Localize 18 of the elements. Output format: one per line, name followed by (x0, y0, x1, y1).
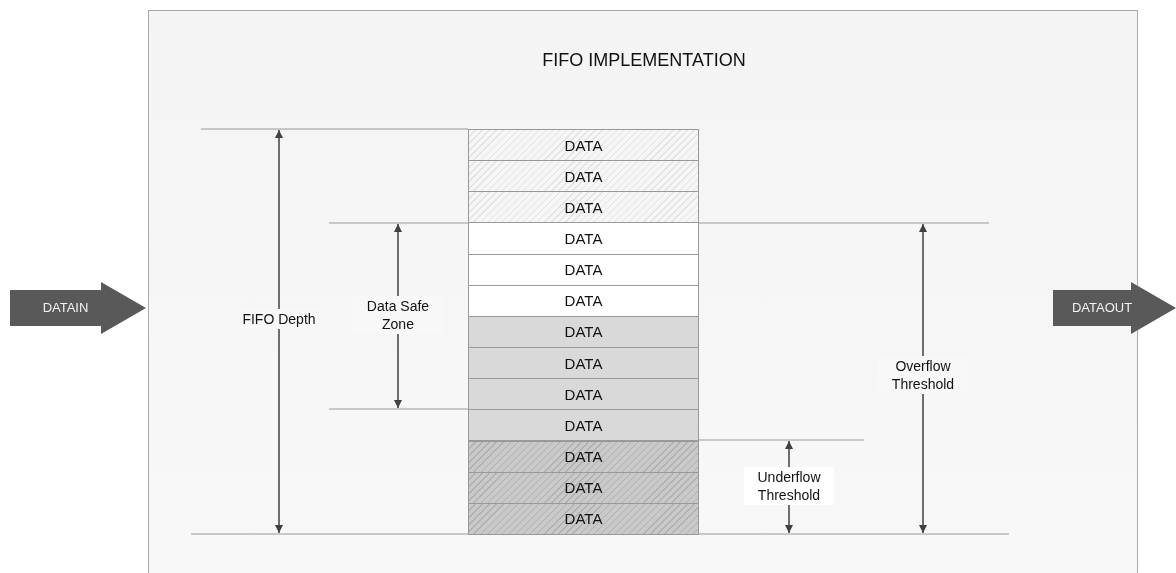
data-cell: DATA (468, 253, 699, 286)
data-cell: DATA (468, 471, 699, 504)
arrow-label: DATAIN (41, 299, 90, 317)
data-cell: DATA (468, 129, 699, 162)
data-cell: DATA (468, 440, 699, 473)
data-cell: DATA (468, 191, 699, 224)
arrow-label: DATAOUT (1070, 299, 1134, 317)
dimension-label: Underflow Threshold (744, 467, 834, 505)
data-cell: DATA (468, 378, 699, 411)
data-cell: DATA (468, 160, 699, 193)
data-cell: DATA (468, 347, 699, 380)
dimension-label: FIFO Depth (240, 309, 318, 329)
data-cell: DATA (468, 222, 699, 255)
panel-title: FIFO IMPLEMENTATION (541, 50, 747, 71)
data-cell: DATA (468, 284, 699, 317)
data-cell: DATA (468, 409, 699, 442)
data-cell: DATA (468, 502, 699, 535)
fifo-panel (148, 10, 1138, 573)
